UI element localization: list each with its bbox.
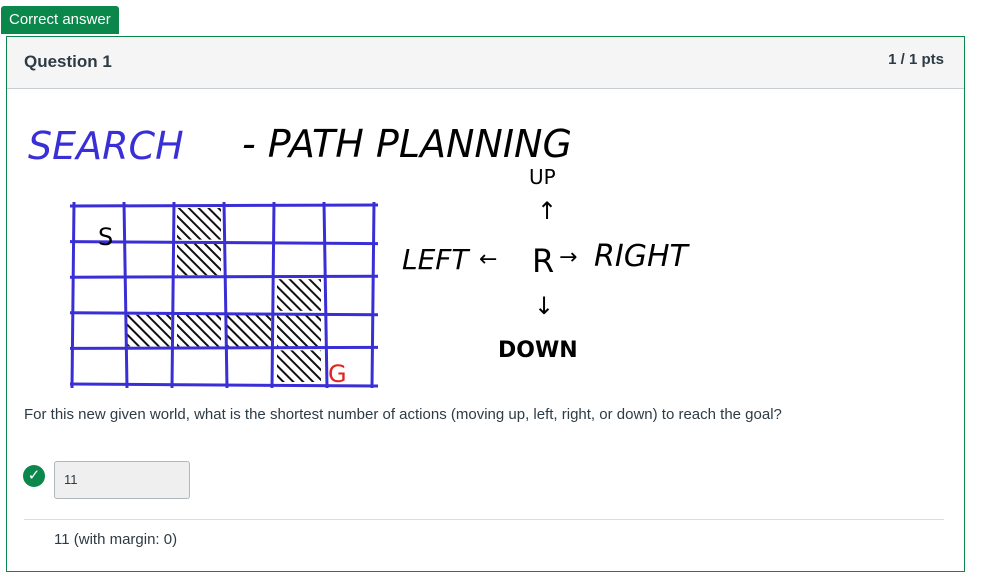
obstacle-cell xyxy=(177,243,221,276)
answer-field: 11 xyxy=(54,461,190,499)
image-arrow-right: → xyxy=(559,245,577,270)
obstacle-cell xyxy=(277,350,321,382)
image-arrow-down: ↓ xyxy=(534,292,554,320)
grid-line xyxy=(222,201,229,389)
image-dir-right: RIGHT xyxy=(594,239,690,274)
grid-line xyxy=(322,201,329,389)
obstacle-cell xyxy=(177,314,221,347)
image-dir-robot: R xyxy=(532,242,554,280)
grid-line xyxy=(370,201,376,389)
image-dir-up: UP xyxy=(529,165,556,189)
divider xyxy=(24,519,944,520)
grid-line xyxy=(170,201,176,389)
obstacle-cell xyxy=(227,314,271,347)
image-start-label: S xyxy=(98,223,113,251)
obstacle-cell xyxy=(127,314,171,347)
image-arrow-left: ← xyxy=(479,247,497,272)
grid-line xyxy=(70,201,76,389)
question-text: For this new given world, what is the sh… xyxy=(24,406,782,423)
image-title-search: SEARCH xyxy=(28,124,184,168)
question-header: Question 1 1 / 1 pts xyxy=(7,37,964,89)
grid-line xyxy=(69,345,379,350)
question-points: 1 / 1 pts xyxy=(888,51,944,68)
grid-line xyxy=(69,311,379,317)
image-dir-left: LEFT xyxy=(402,243,470,276)
image-goal-label: G xyxy=(328,360,347,388)
question-title: Question 1 xyxy=(24,52,112,71)
path-planning-image: SEARCH - PATH PLANNING UP ↑ LEFT ← R → R… xyxy=(24,114,704,390)
grid-world xyxy=(69,201,379,389)
image-title-path: - PATH PLANNING xyxy=(242,122,572,166)
grid-line xyxy=(122,201,129,389)
obstacle-cell xyxy=(177,208,221,240)
correct-answer-badge: Correct answer xyxy=(1,6,119,34)
obstacle-cell xyxy=(277,279,321,311)
obstacle-cell xyxy=(277,314,321,347)
image-arrow-up: ↑ xyxy=(537,197,557,225)
correct-check-icon: ✓ xyxy=(23,465,45,487)
correct-answer-text: 11 (with margin: 0) xyxy=(54,531,178,548)
question-card: Question 1 1 / 1 pts SEARCH - PATH PLANN… xyxy=(6,36,965,572)
image-dir-down: DOWN xyxy=(498,338,578,363)
grid-line xyxy=(270,201,276,389)
